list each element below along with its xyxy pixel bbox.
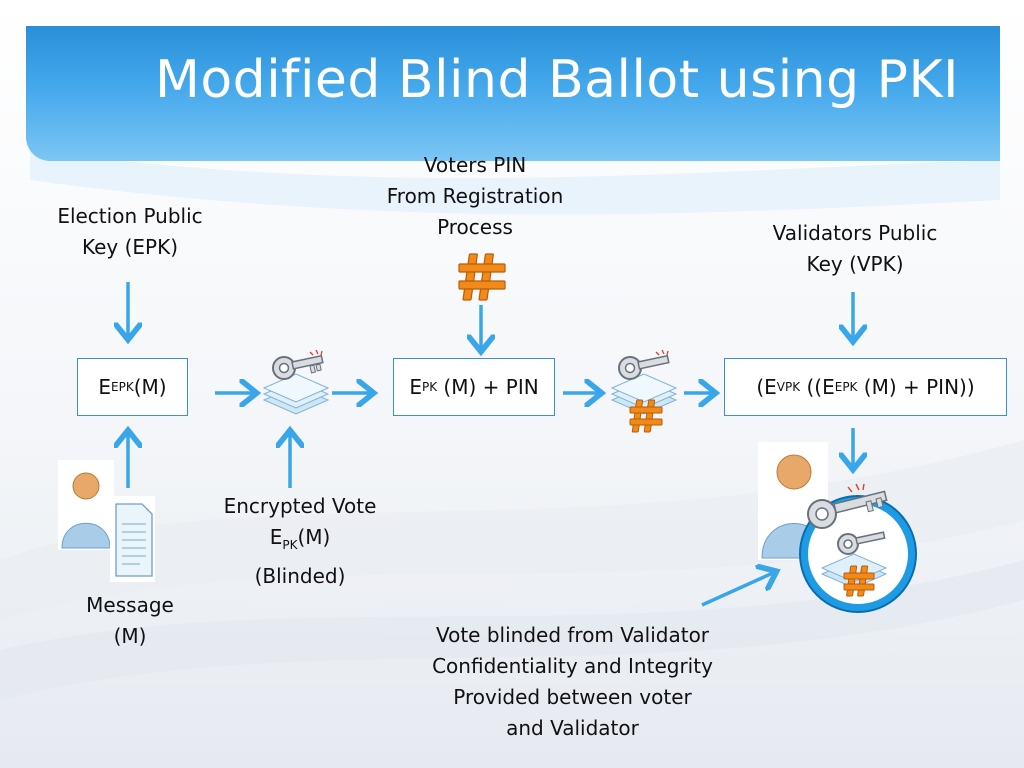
key-icon bbox=[272, 354, 324, 380]
election-key-label: Election Public Key (EPK) bbox=[57, 204, 203, 259]
message-label: Message (M) bbox=[86, 593, 174, 648]
person-icon bbox=[58, 460, 114, 550]
hash-icon bbox=[458, 253, 506, 301]
key-hash-stack-icon bbox=[610, 349, 678, 433]
note-label: Vote blinded from Validator Confidential… bbox=[432, 623, 713, 740]
validator-badge-icon bbox=[758, 442, 917, 613]
key-stack-icon bbox=[262, 349, 330, 415]
slide-title: Modified Blind Ballot using PKI bbox=[155, 50, 959, 110]
stack-icon bbox=[262, 373, 330, 415]
validators-key-label: Validators Public Key (VPK) bbox=[772, 221, 938, 276]
title-banner bbox=[26, 26, 1000, 161]
encrypted-vote-label: Encrypted Vote EPK(M) (Blinded) bbox=[223, 494, 377, 588]
document-icon bbox=[110, 496, 155, 582]
voters-pin-label: Voters PIN From Registration Process bbox=[386, 153, 564, 239]
